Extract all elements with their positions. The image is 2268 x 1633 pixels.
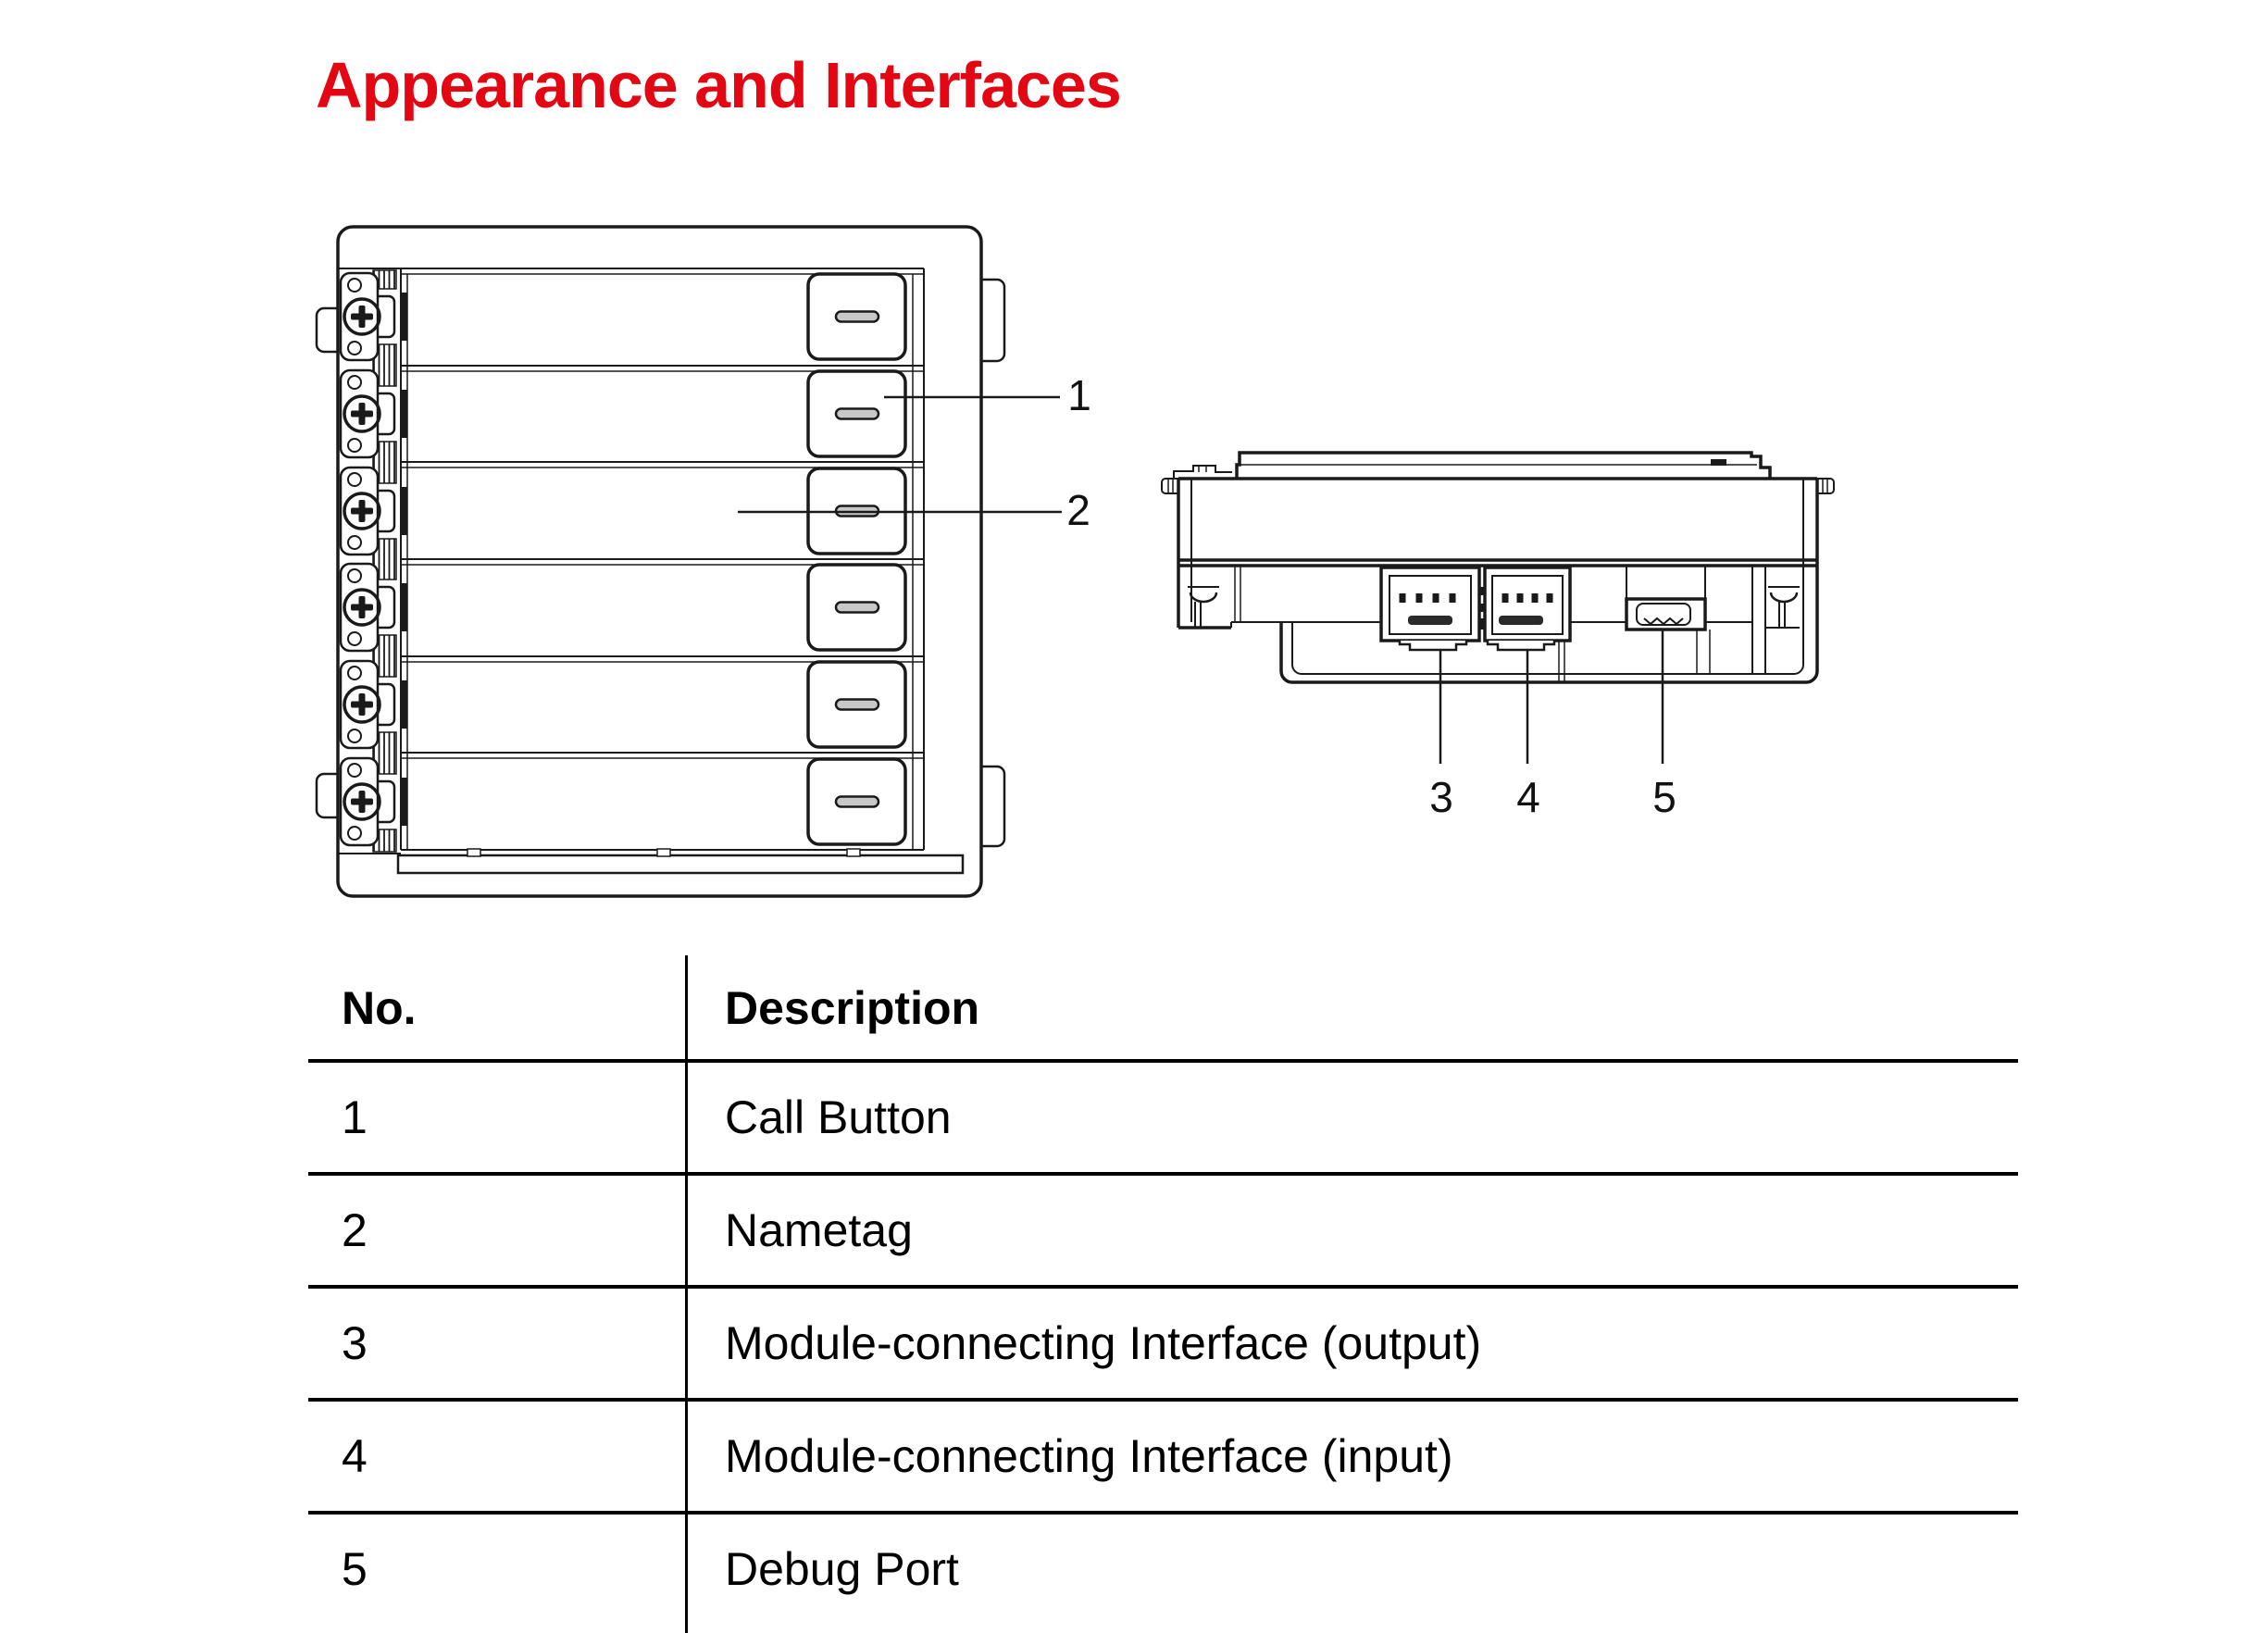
page-title: Appearance and Interfaces bbox=[316, 49, 1122, 121]
table-header-row: No. Description bbox=[308, 955, 2018, 1063]
screw-plate bbox=[339, 659, 407, 750]
row-description: Module-connecting Interface (input) bbox=[685, 1402, 2018, 1511]
call-button bbox=[806, 757, 907, 846]
left-top-tab bbox=[315, 306, 338, 354]
call-buttons bbox=[806, 272, 907, 846]
debug-port bbox=[1625, 567, 1707, 631]
row-no: 1 bbox=[342, 1091, 368, 1143]
left-bottom-tab bbox=[315, 772, 338, 819]
right-bottom-tab bbox=[981, 765, 1006, 848]
table-row: 2 Nametag bbox=[308, 1176, 2018, 1289]
row-description: Nametag bbox=[685, 1176, 2018, 1285]
screw-plate bbox=[339, 271, 407, 362]
screw-icon bbox=[343, 394, 381, 433]
row-no: 5 bbox=[342, 1543, 368, 1595]
screw-plate bbox=[339, 562, 407, 653]
call-button bbox=[806, 660, 907, 749]
row-no: 4 bbox=[342, 1430, 368, 1482]
row-description: Debug Port bbox=[685, 1515, 2018, 1633]
front-frame bbox=[336, 225, 983, 898]
right-top-tab bbox=[981, 278, 1006, 363]
call-button bbox=[806, 272, 907, 361]
row-no: 3 bbox=[342, 1317, 368, 1369]
callout-label-4: 4 bbox=[1516, 773, 1540, 821]
table-row: 3 Module-connecting Interface (output) bbox=[308, 1289, 2018, 1402]
top-plate bbox=[1235, 451, 1772, 479]
call-button bbox=[806, 563, 907, 652]
description-table: No. Description 1 Call Button 2 Nametag … bbox=[308, 955, 2018, 1633]
bottom-tray-outer bbox=[1279, 567, 1819, 684]
left-clip-tab bbox=[1161, 478, 1178, 494]
table-row: 5 Debug Port bbox=[308, 1515, 2018, 1633]
screw-icon bbox=[343, 782, 381, 821]
row-description: Module-connecting Interface (output) bbox=[685, 1289, 2018, 1398]
callout-label-3: 3 bbox=[1429, 773, 1453, 821]
table-header-no: No. bbox=[342, 982, 417, 1034]
call-button bbox=[806, 369, 907, 458]
row-description: Call Button bbox=[685, 1063, 2018, 1172]
screw-icon bbox=[343, 588, 381, 627]
screw-icon bbox=[343, 685, 381, 724]
bottom-tray-inner bbox=[1291, 567, 1804, 675]
screw-icon bbox=[343, 492, 381, 530]
table-header-description: Description bbox=[685, 955, 2018, 1059]
right-clip-tab bbox=[1817, 478, 1835, 494]
row-no: 2 bbox=[342, 1204, 368, 1256]
screw-column bbox=[338, 268, 407, 854]
table-row: 4 Module-connecting Interface (input) bbox=[308, 1402, 2018, 1515]
screw-plate bbox=[339, 756, 407, 847]
screw-icon bbox=[343, 297, 381, 336]
callout-label-1: 1 bbox=[1067, 371, 1091, 419]
module-connecting-interface-input bbox=[1483, 566, 1572, 652]
callout-label-5: 5 bbox=[1652, 773, 1676, 821]
screw-plate bbox=[339, 466, 407, 556]
latch-detail bbox=[1173, 465, 1232, 479]
table-row: 1 Call Button bbox=[308, 1063, 2018, 1176]
callout-label-2: 2 bbox=[1066, 486, 1090, 534]
module-connecting-interface-output bbox=[1379, 566, 1481, 652]
left-foot bbox=[1188, 567, 1241, 628]
side-view-diagram bbox=[1161, 451, 1835, 764]
right-foot bbox=[1751, 567, 1800, 674]
front-view-diagram bbox=[315, 225, 1062, 898]
screw-plate bbox=[339, 368, 407, 459]
bottom-strip bbox=[396, 848, 965, 875]
